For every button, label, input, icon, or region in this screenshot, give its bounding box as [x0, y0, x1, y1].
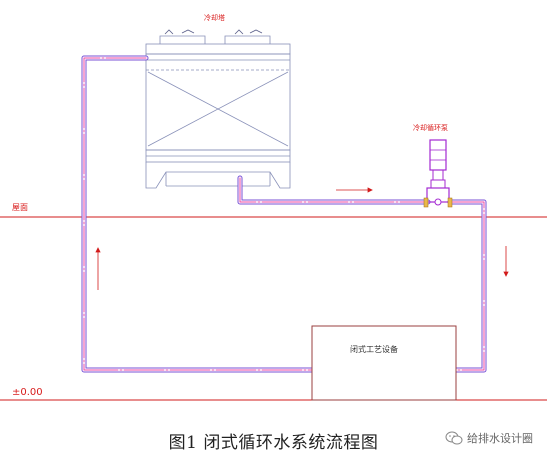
flow-arrow-up	[95, 247, 101, 290]
cooling-tower	[145, 29, 291, 189]
tower-outlet-pipe	[237, 175, 431, 205]
ground-level-label: ±0.00	[12, 387, 43, 398]
supply-return-pipe	[81, 55, 315, 373]
figure-caption: 图1 闭式循环水系统流程图	[168, 433, 379, 453]
circulation-pump-label: 冷却循环泵	[413, 123, 448, 132]
flow-arrows	[95, 187, 509, 290]
flow-arrow-down	[503, 246, 509, 277]
cooling-tower-label: 冷却塔	[204, 13, 225, 22]
watermark: 给排水设计圈	[445, 430, 533, 446]
process-equipment-label: 闭式工艺设备	[350, 344, 398, 354]
watermark-text: 给排水设计圈	[467, 432, 533, 445]
pipe-network	[81, 55, 487, 373]
process-equipment	[311, 325, 457, 401]
circulation-pump	[423, 139, 453, 208]
flow-arrow-right	[336, 187, 373, 193]
roof-label: 屋面	[12, 203, 28, 212]
chat-bubble-icon	[445, 431, 463, 445]
